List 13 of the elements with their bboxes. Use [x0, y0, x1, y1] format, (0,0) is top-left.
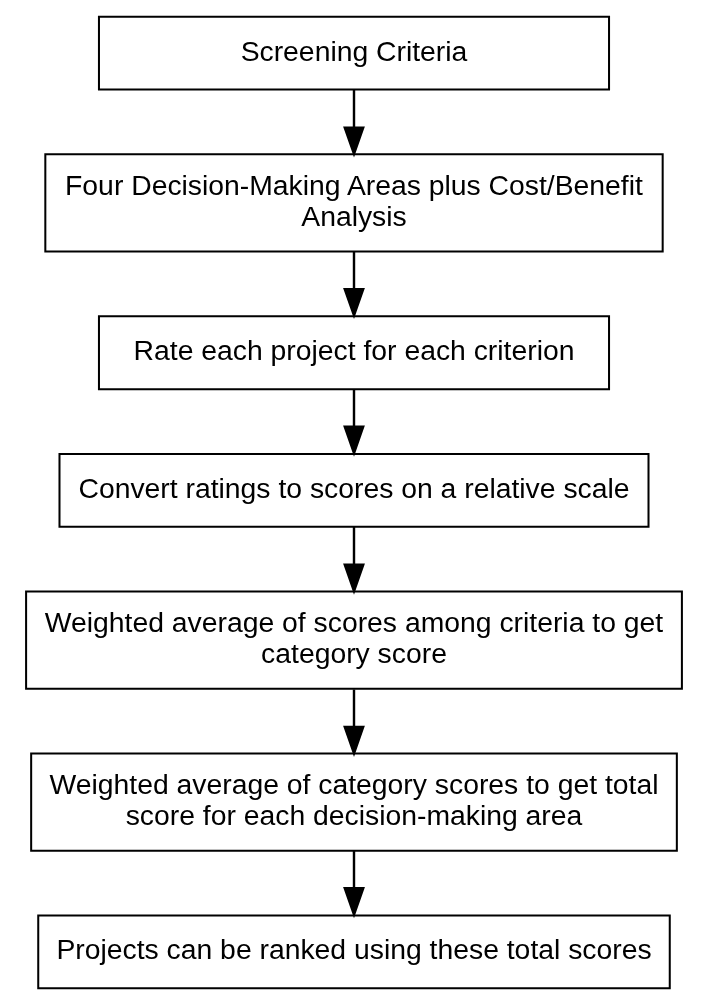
arrow	[342, 89, 365, 158]
arrow	[342, 251, 365, 320]
node-box: Convert ratings to scores on a relative scale	[58, 452, 649, 528]
node-box: Weighted average of category scores to get total score for each decision-making area	[29, 752, 678, 852]
node-box: Weighted average of scores among criteria to get category score	[24, 590, 683, 690]
arrow	[342, 526, 365, 595]
arrow	[342, 851, 365, 919]
node-box: Projects can be ranked using these total scores	[36, 914, 671, 990]
node-box: Screening Criteria	[97, 15, 610, 91]
arrow	[342, 389, 365, 457]
arrow	[342, 689, 365, 757]
node-box: Four Decision-Making Areas plus Cost/Benefit Analysis	[43, 153, 664, 253]
node-box: Rate each project for each criterion	[97, 315, 610, 391]
